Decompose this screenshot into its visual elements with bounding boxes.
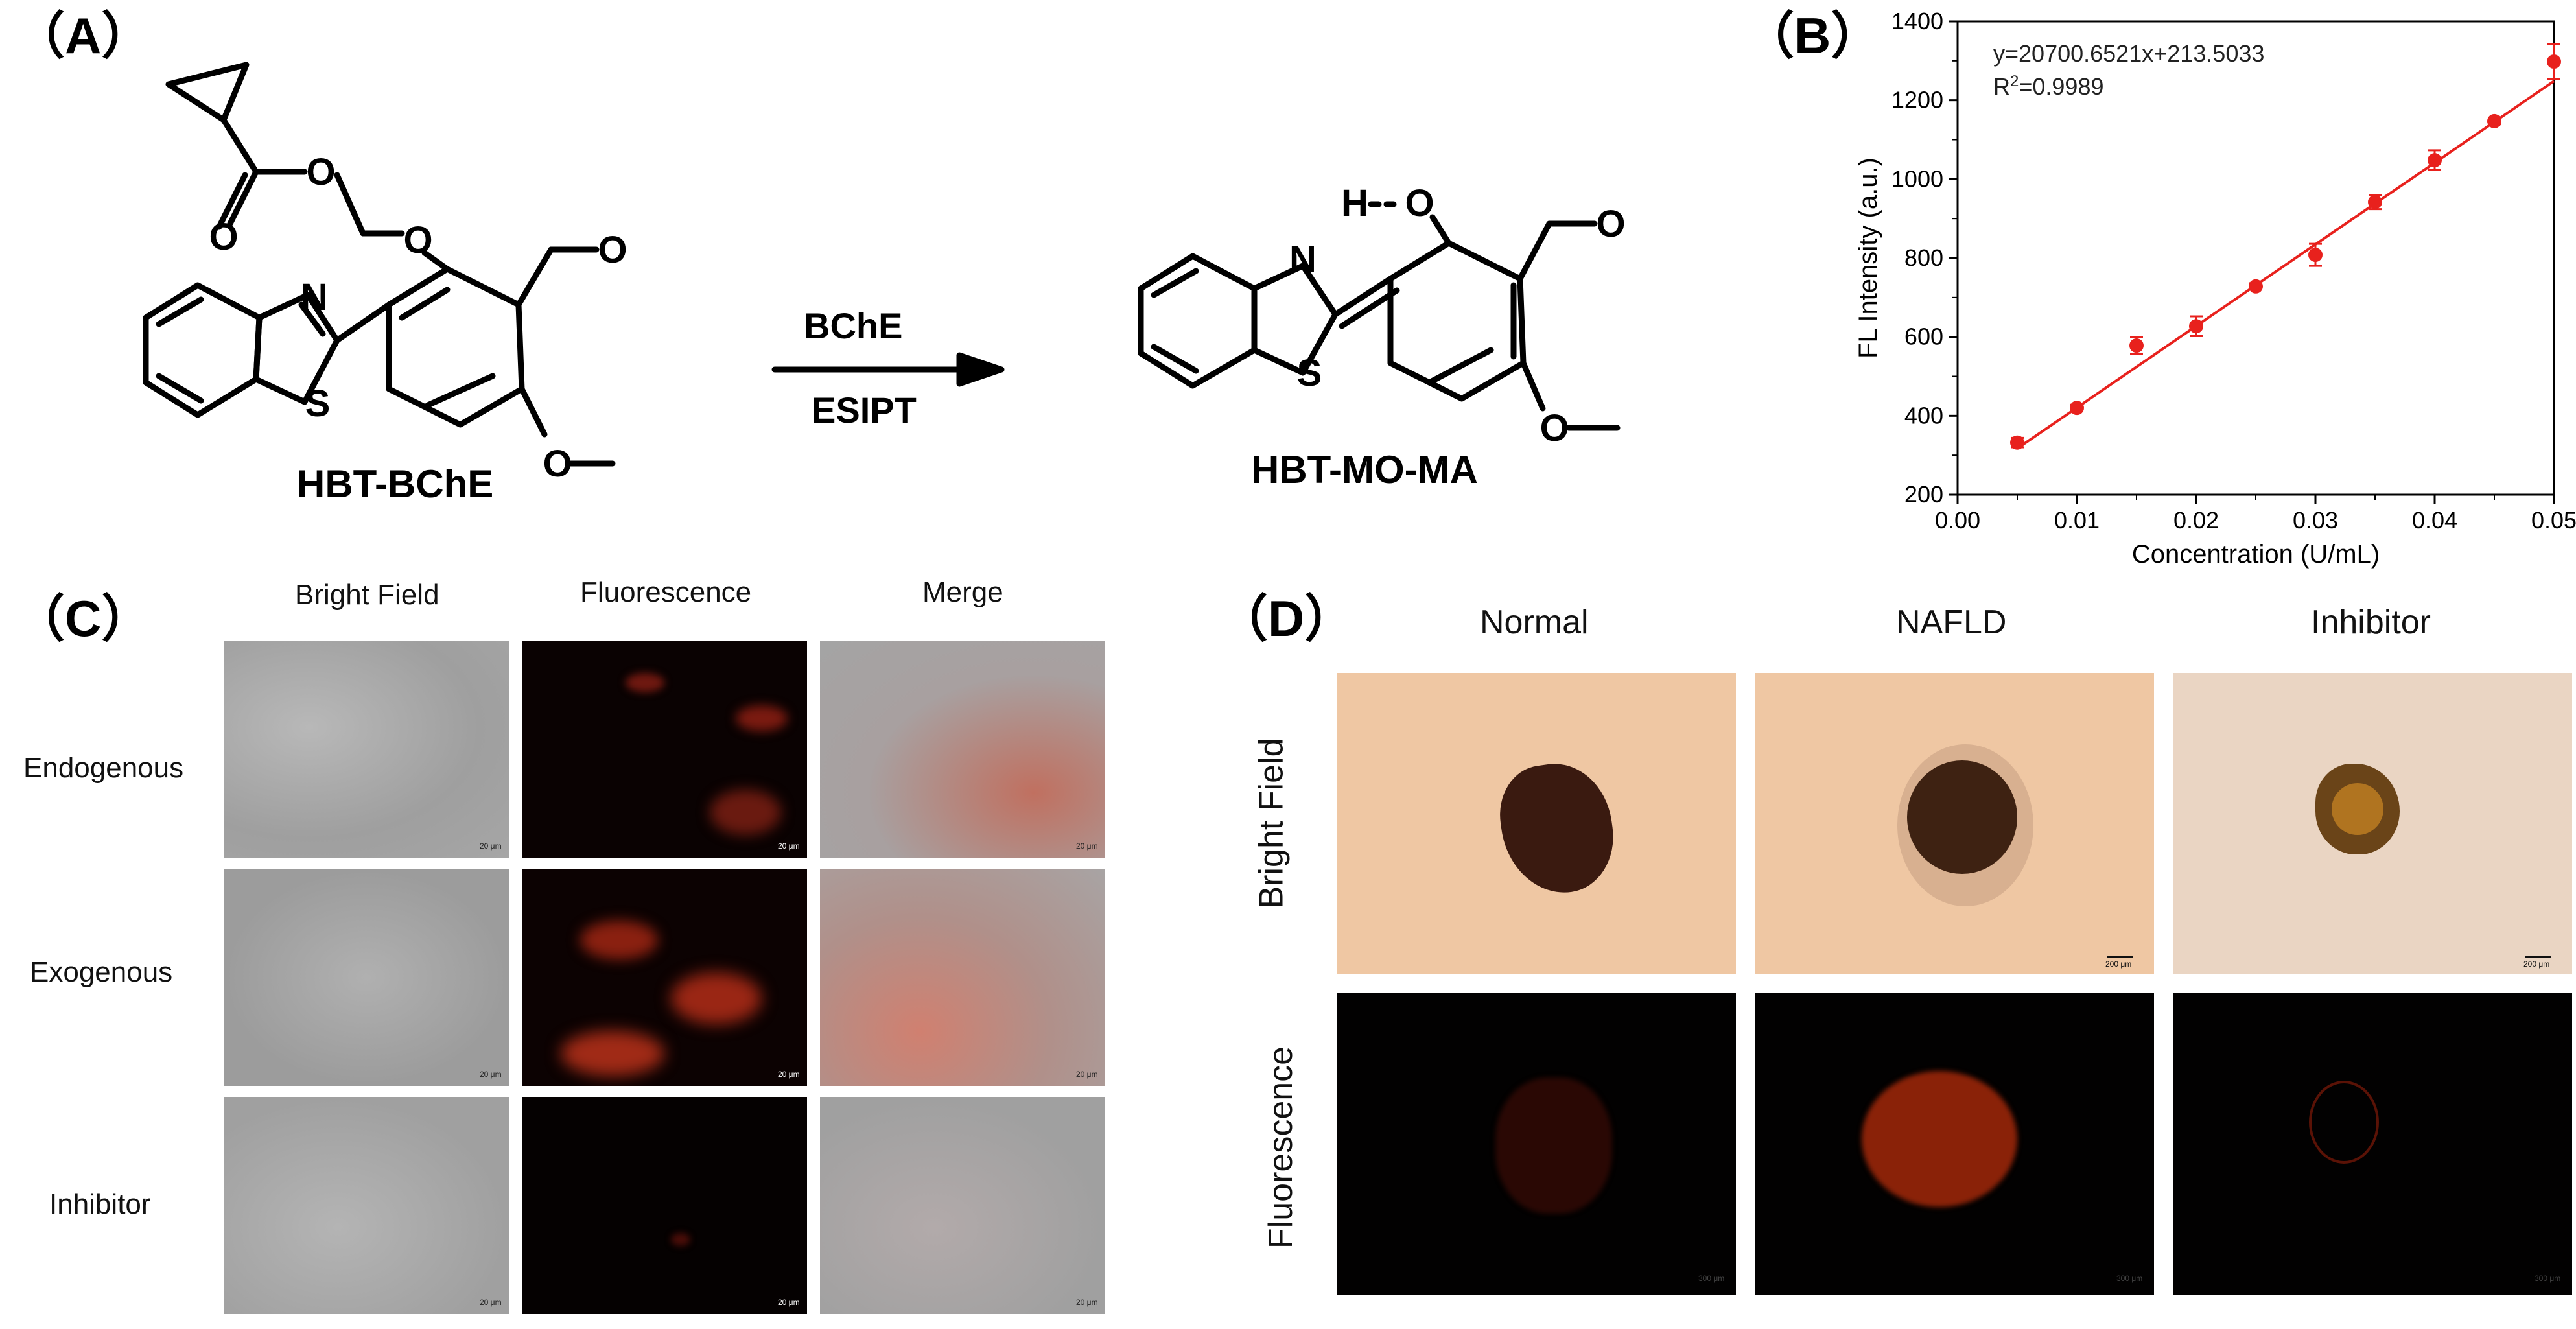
panel-c-label: （C）: [14, 590, 152, 647]
row-exogenous: Exogenous: [30, 956, 173, 988]
cell-image-merge-exo: [820, 869, 1105, 1086]
scale-label: 300 μm: [2116, 1274, 2143, 1283]
arrow-label-top: BChE: [804, 305, 903, 346]
data-point: [2308, 248, 2323, 263]
fit-equation: y=20700.6521x+213.5033: [1993, 40, 2265, 67]
scale-label: 20 μm: [480, 1070, 502, 1079]
col-inhibitor: Inhibitor: [2311, 604, 2431, 641]
tissue-fluor-nafld: [1755, 993, 2154, 1295]
y-tick-label: 600: [1904, 323, 1943, 350]
reactant-name: HBT-BChE: [297, 462, 494, 506]
panel-a-label: （A）: [14, 7, 152, 64]
calibration-chart: 0.00 0.01 0.02 0.03 0.04 0.05 200 400 600 800 1000…: [1854, 8, 2576, 569]
r2-sup: 2: [2010, 73, 2019, 90]
col-bright-field: Bright Field: [295, 579, 439, 611]
panel-b-label: （B）: [1744, 7, 1882, 64]
tissue-bright-nafld: [1755, 673, 2154, 974]
scale-label: 20 μm: [480, 1298, 502, 1307]
scale-label: 20 μm: [1076, 1070, 1098, 1079]
cell-image-bright-inh: [224, 1097, 509, 1314]
atom-o-phenol: O: [1405, 182, 1434, 224]
scale-label: 300 μm: [1698, 1274, 1725, 1283]
x-tick-label: 0.00: [1935, 507, 1980, 534]
data-point: [2070, 401, 2084, 416]
atom-o-aldehyde: O: [598, 229, 627, 271]
data-point: [2010, 435, 2024, 450]
fit-line: [2016, 80, 2555, 450]
col-fluorescence: Fluorescence: [580, 576, 752, 608]
x-tick-label: 0.03: [2293, 507, 2338, 534]
data-point: [2487, 113, 2501, 128]
cell-image-bright-endo: [224, 641, 509, 858]
scale-bar: [2525, 956, 2551, 958]
atom-h: H: [1341, 182, 1368, 224]
data-point: [2129, 338, 2144, 353]
col-nafld: NAFLD: [1896, 604, 2007, 641]
r2-prefix: R: [1993, 73, 2010, 100]
x-tick-label: 0.05: [2531, 507, 2576, 534]
x-axis-label: Concentration (U/mL): [2132, 540, 2380, 569]
row-bright-field: Bright Field: [1252, 738, 1291, 909]
y-tick-label: 1400: [1891, 8, 1943, 34]
col-normal: Normal: [1480, 604, 1589, 641]
fit-r2: R2=0.9989: [1993, 73, 2104, 100]
x-tick-label: 0.02: [2173, 507, 2219, 534]
atom-o-ester: O: [306, 151, 335, 193]
cell-image-fluor-exo: [522, 869, 807, 1086]
y-tick-label: 800: [1904, 244, 1943, 271]
atom-n: N: [301, 276, 328, 318]
y-tick-label: 200: [1904, 481, 1943, 508]
cell-image-fluor-endo: [522, 641, 807, 858]
tissue-bright-inhibitor: [2173, 673, 2572, 974]
data-point: [2189, 319, 2203, 334]
x-tick-label: 0.01: [2054, 507, 2100, 534]
scale-label: 20 μm: [778, 841, 800, 851]
scale-label: 20 μm: [778, 1298, 800, 1307]
cell-image-merge-endo: [820, 641, 1105, 858]
row-inhibitor: Inhibitor: [49, 1188, 151, 1220]
atom-o-carbonyl: O: [209, 216, 238, 258]
tissue-fluor-inhibitor: [2173, 993, 2572, 1295]
scale-label: 20 μm: [778, 1070, 800, 1079]
tissue-bright-normal: [1337, 673, 1736, 974]
atom-o-ether: O: [403, 219, 432, 261]
atom-n-p: N: [1289, 239, 1317, 281]
y-tick-label: 1000: [1891, 165, 1943, 192]
scale-label: 200 μm: [2523, 959, 2550, 969]
data-point: [2547, 54, 2561, 69]
tissue-fluor-normal: [1337, 993, 1736, 1295]
cell-image-fluor-inh: [522, 1097, 807, 1314]
col-merge: Merge: [922, 576, 1003, 608]
data-point: [2368, 194, 2382, 209]
data-point: [2428, 153, 2442, 168]
scale-label: 300 μm: [2535, 1274, 2561, 1283]
atom-o-methoxy-p: O: [1540, 407, 1569, 449]
scale-bar: [2107, 956, 2133, 958]
atom-s: S: [305, 382, 331, 425]
data-point: [2249, 279, 2263, 294]
y-axis-label: FL Intensity (a.u.): [1854, 158, 1882, 359]
arrow-label-bottom: ESIPT: [812, 390, 917, 430]
atom-o-aldehyde-p: O: [1596, 203, 1625, 245]
reaction-scheme: O O O O O N S H O O O N S: [143, 62, 1626, 485]
scale-label: 20 μm: [480, 841, 502, 851]
atom-s-p: S: [1297, 352, 1322, 394]
scale-label: 20 μm: [1076, 841, 1098, 851]
atom-o-methoxy: O: [543, 443, 572, 485]
panel-d-label: （D）: [1217, 590, 1355, 647]
r2-value: =0.9989: [2019, 73, 2104, 100]
product-name: HBT-MO-MA: [1251, 448, 1478, 491]
cell-image-merge-inh: [820, 1097, 1105, 1314]
row-fluorescence: Fluorescence: [1262, 1046, 1300, 1249]
scale-label: 200 μm: [2105, 959, 2132, 969]
scale-label: 20 μm: [1076, 1298, 1098, 1307]
cell-image-bright-exo: [224, 869, 509, 1086]
row-endogenous: Endogenous: [23, 752, 184, 784]
y-tick-label: 1200: [1891, 87, 1943, 113]
x-tick-label: 0.04: [2412, 507, 2457, 534]
y-tick-label: 400: [1904, 402, 1943, 429]
